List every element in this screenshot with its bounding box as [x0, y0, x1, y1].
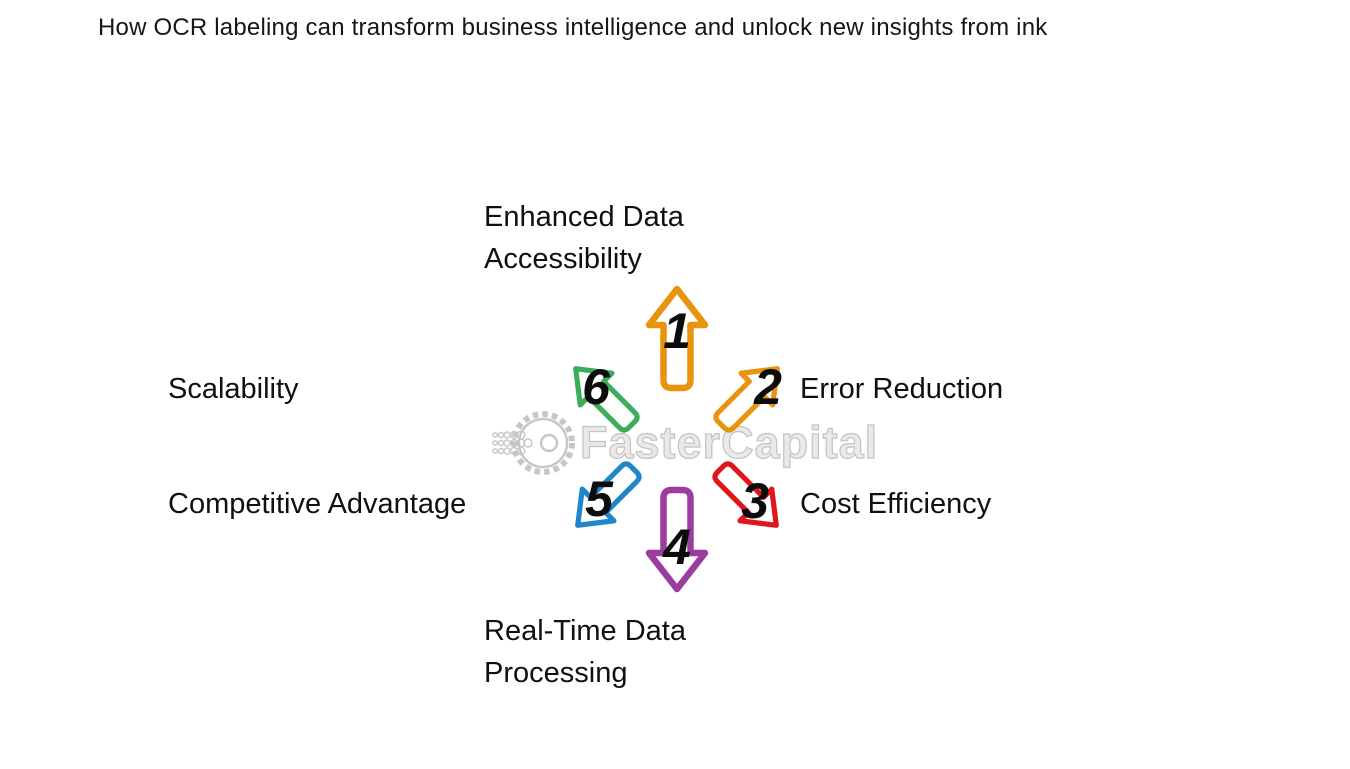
arrow-3-shape: [712, 461, 779, 528]
arrow-3-number: 3: [741, 473, 769, 529]
page-title: How OCR labeling can transform business …: [98, 14, 1048, 41]
arrow-2-number: 2: [754, 359, 782, 415]
label-cost-efficiency: Cost Efficiency: [800, 488, 992, 520]
arrow-2-shape: [713, 366, 780, 433]
label-competitive-advantage: Competitive Advantage: [168, 488, 467, 520]
arrow-6-shape: [573, 366, 640, 433]
label-enhanced-data-accessibility: Enhanced Data Accessibility: [484, 201, 684, 275]
arrow-5-number: 5: [585, 471, 613, 527]
arrow-4-number: 4: [663, 519, 691, 575]
arrow-2-up-right-icon: [698, 346, 801, 449]
arrow-4-down-icon: [642, 483, 712, 595]
arrow-1-up-icon: [642, 283, 712, 395]
label-error-reduction: Error Reduction: [800, 373, 1004, 405]
arrow-4-shape: [645, 486, 709, 593]
label-scalability: Scalability: [168, 373, 299, 405]
arrow-5-down-left-icon: [555, 446, 658, 549]
label-real-time-data-processing: Real-Time Data Processing: [484, 615, 686, 689]
arrow-1-number: 1: [663, 303, 691, 359]
watermark: FasterCapital: [486, 404, 878, 482]
arrow-1-shape: [645, 285, 709, 392]
arrow-3-down-right-icon: [697, 446, 800, 549]
arrow-5-shape: [575, 461, 642, 528]
arrow-6-up-left-icon: [553, 346, 656, 449]
arrow-6-number: 6: [582, 359, 610, 415]
fastercapital-gear-icon: [492, 411, 575, 475]
